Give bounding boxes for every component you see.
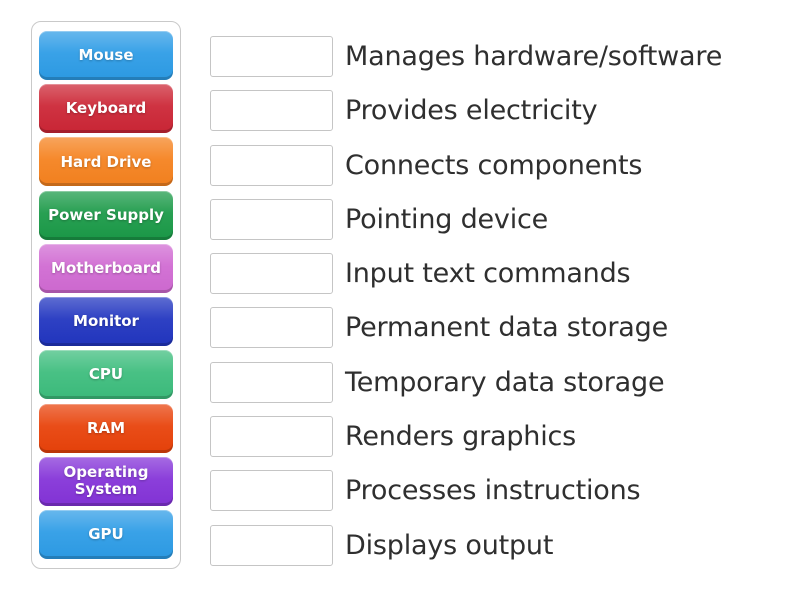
match-row: Processes instructions [210, 470, 780, 512]
match-row: Input text commands [210, 253, 780, 295]
keyword-tile-gpu[interactable]: GPU [39, 509, 173, 559]
match-row: Temporary data storage [210, 361, 780, 403]
keyword-tile-mouse[interactable]: Mouse [39, 31, 173, 80]
match-row: Pointing device [210, 198, 780, 240]
match-row: Provides electricity [210, 90, 780, 132]
match-row: Renders graphics [210, 416, 780, 458]
answer-drop-slot[interactable] [210, 416, 333, 458]
keyword-tile-power-supply[interactable]: Power Supply [39, 190, 173, 240]
answer-drop-slot[interactable] [210, 198, 333, 240]
definition-text: Connects components [345, 149, 643, 181]
answer-drop-slot[interactable] [210, 253, 333, 295]
keyword-tile-hard-drive[interactable]: Hard Drive [39, 137, 173, 187]
answer-drop-slot[interactable] [210, 524, 333, 566]
keyword-tile-cpu[interactable]: CPU [39, 350, 173, 400]
definition-text: Displays output [345, 529, 554, 561]
match-row: Permanent data storage [210, 307, 780, 349]
answer-drop-slot[interactable] [210, 90, 333, 132]
answer-drop-slot[interactable] [210, 307, 333, 349]
definition-text: Renders graphics [345, 421, 577, 453]
match-row: Manages hardware/software [210, 36, 780, 77]
answer-drop-slot[interactable] [210, 361, 333, 403]
definition-text: Provides electricity [345, 95, 598, 127]
answer-drop-slot[interactable] [210, 144, 333, 186]
answer-drop-slot[interactable] [210, 36, 333, 77]
keyword-tile-monitor[interactable]: Monitor [39, 297, 173, 347]
match-row: Connects components [210, 144, 780, 186]
keyword-tile-keyboard[interactable]: Keyboard [39, 84, 173, 134]
definition-list: Manages hardware/software Provides elect… [210, 36, 780, 579]
definition-text: Temporary data storage [345, 366, 665, 398]
definition-text: Processes instructions [345, 475, 641, 507]
definition-text: Manages hardware/software [345, 41, 723, 72]
keyword-tile-ram[interactable]: RAM [39, 403, 173, 453]
definition-text: Input text commands [345, 258, 631, 290]
answer-drop-slot[interactable] [210, 470, 333, 512]
definition-text: Pointing device [345, 203, 549, 235]
keyword-tile-motherboard[interactable]: Motherboard [39, 243, 173, 293]
definition-text: Permanent data storage [345, 312, 668, 344]
match-row: Displays output [210, 524, 780, 566]
keyword-tile-operating-system[interactable]: Operating System [39, 456, 173, 506]
keyword-tile-panel: Mouse Keyboard Hard Drive Power Supply M… [31, 21, 181, 569]
